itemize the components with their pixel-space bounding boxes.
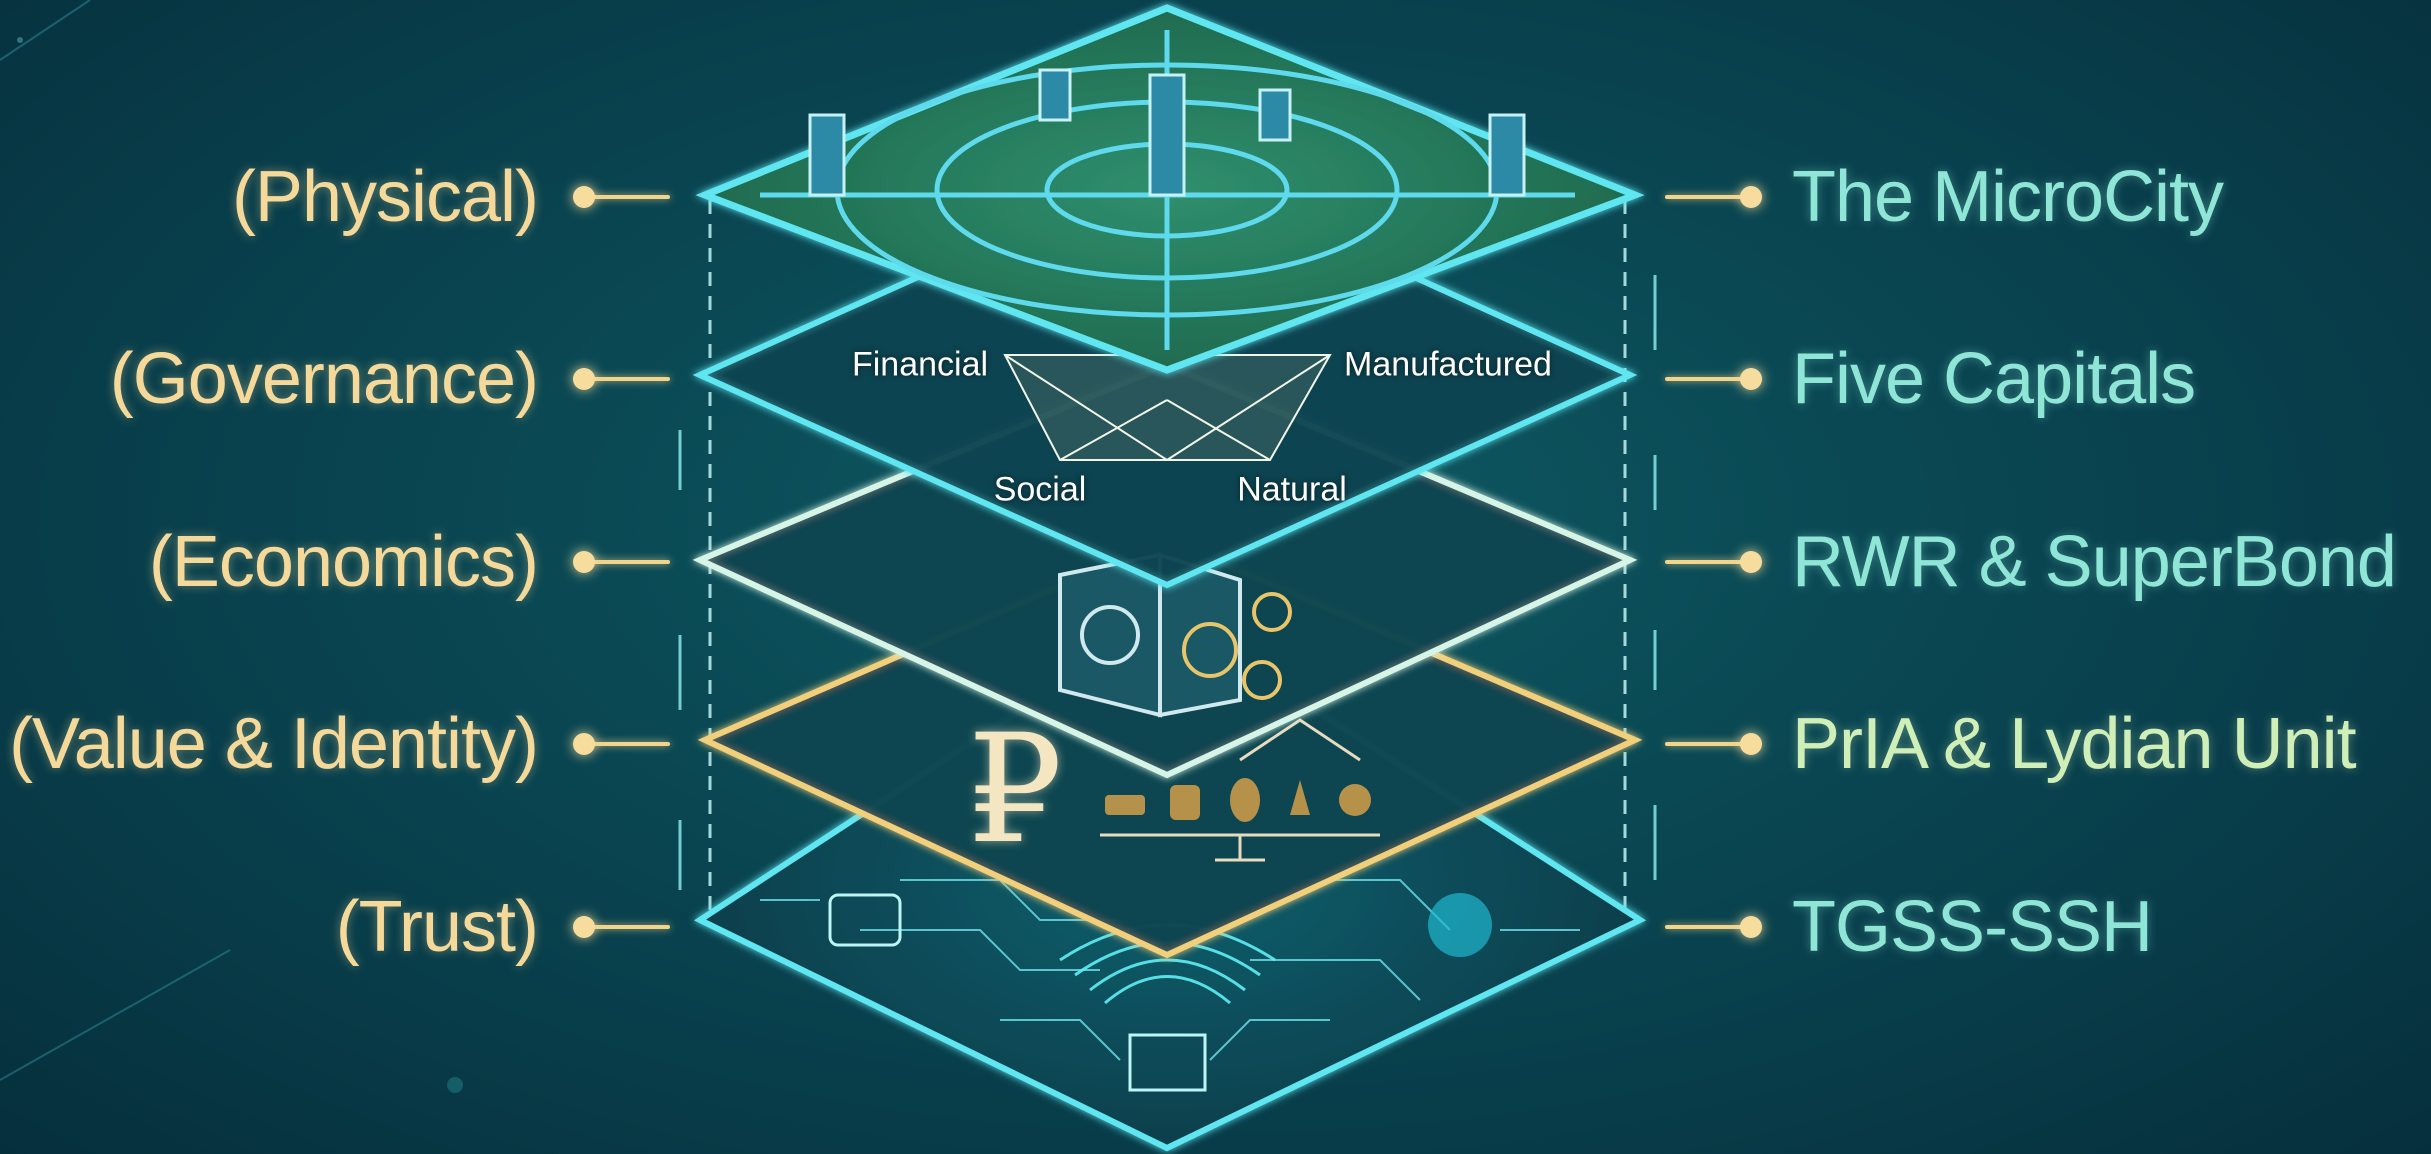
- connector-left-economics: [585, 560, 670, 564]
- dot-left-trust: [573, 916, 595, 938]
- gears-icon: [1182, 592, 1292, 700]
- layer-name-tgss-ssh: TGSS-SSH: [1792, 887, 2153, 967]
- dot-right-trust: [1740, 916, 1762, 938]
- physical-layer-plane: [695, 4, 1645, 374]
- layer-label-value-identity: (Value & Identity): [9, 704, 539, 784]
- dot-right-economics: [1740, 551, 1762, 573]
- dot-right-value-identity: [1740, 733, 1762, 755]
- layer-label-trust: (Trust): [335, 887, 539, 967]
- ruble-icon: ₽: [967, 703, 1063, 877]
- dot-left-value-identity: [573, 733, 595, 755]
- commodity-icons: [1105, 778, 1371, 822]
- dot-right-governance: [1740, 368, 1762, 390]
- layer-name-rwr-superbond: RWR & SuperBond: [1792, 522, 2397, 602]
- lock-icon: [828, 893, 902, 947]
- connector-left-trust: [585, 925, 670, 929]
- connector-left-value-identity: [585, 742, 670, 746]
- capital-label-manufactured: Manufactured: [1344, 345, 1552, 384]
- layer-label-physical: (Physical): [231, 157, 539, 237]
- connector-right-physical: [1665, 195, 1750, 199]
- layer-name-microcity: The MicroCity: [1792, 157, 2224, 237]
- connector-left-physical: [585, 195, 670, 199]
- layer-name-five-capitals: Five Capitals: [1792, 339, 2196, 419]
- connector-right-governance: [1665, 377, 1750, 381]
- capital-label-financial: Financial: [851, 345, 989, 384]
- globe-icon: [1428, 893, 1492, 957]
- layer-label-governance: (Governance): [109, 339, 539, 419]
- dot-left-governance: [573, 368, 595, 390]
- capital-label-natural: Natural: [1237, 470, 1347, 509]
- city-towers: [808, 68, 1526, 197]
- dot-right-physical: [1740, 186, 1762, 208]
- connector-right-value-identity: [1665, 742, 1750, 746]
- five-capitals-pyramid: [1003, 354, 1332, 461]
- scale-icon: [1100, 718, 1380, 862]
- layer-label-economics: (Economics): [148, 522, 539, 602]
- connector-left-governance: [585, 377, 670, 381]
- light-streaks: [678, 275, 1657, 890]
- capital-label-social: Social: [993, 470, 1087, 509]
- connector-right-trust: [1665, 925, 1750, 929]
- layer-name-pria-lydian: PrIA & Lydian Unit: [1792, 704, 2357, 784]
- connector-right-economics: [1665, 560, 1750, 564]
- dot-left-physical: [573, 186, 595, 208]
- dot-left-economics: [573, 551, 595, 573]
- chip-icon: [1128, 1033, 1207, 1092]
- background-decor: [0, 0, 463, 1093]
